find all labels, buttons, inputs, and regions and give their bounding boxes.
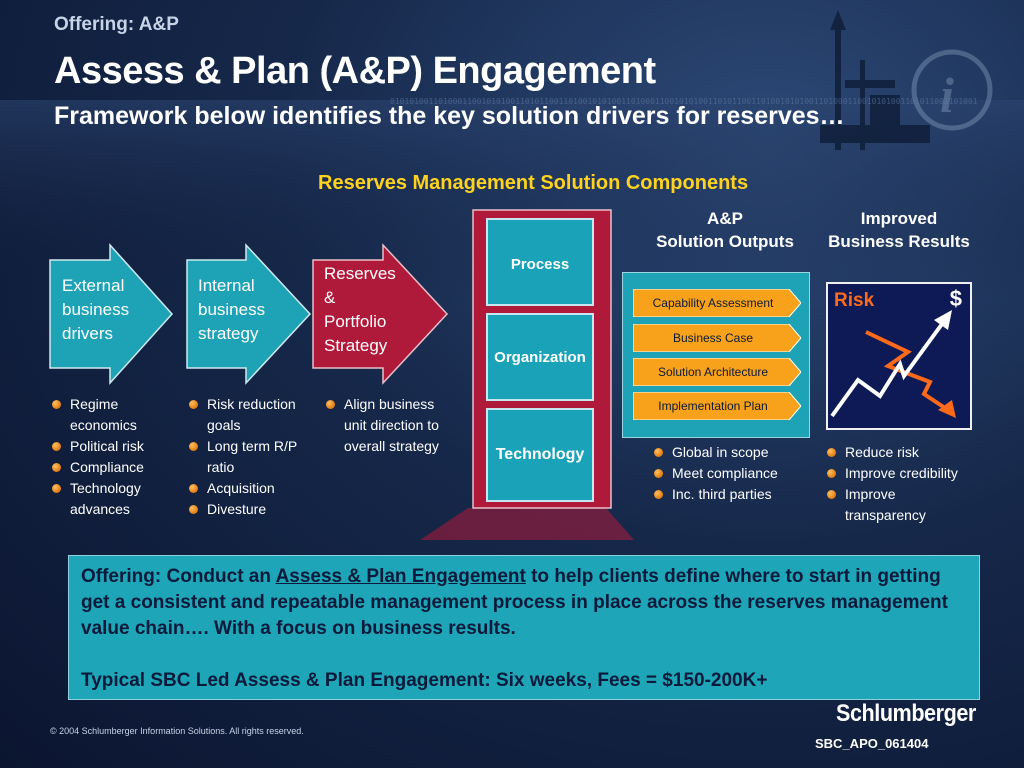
pillar-organization: Organization	[486, 313, 594, 401]
page-title: Assess & Plan (A&P) Engagement	[54, 50, 656, 92]
driver-arrow-external	[49, 243, 174, 385]
risk-down-arrow	[865, 330, 956, 418]
driver-label-internal: Internal business strategy	[198, 274, 265, 346]
schlumberger-logo: Schlumberger	[836, 700, 976, 727]
outputs-bullets: Global in scope Meet compliance Inc. thi…	[654, 442, 814, 505]
typical-engagement: Typical SBC Led Assess & Plan Engagement…	[81, 670, 768, 691]
outputs-heading-line: Solution Outputs	[656, 232, 794, 251]
pillar-technology: Technology	[486, 408, 594, 502]
offering-box: Offering: Conduct an Assess & Plan Engag…	[68, 555, 980, 700]
bullet-item: Compliance	[52, 457, 172, 478]
driver-label-line: business	[62, 300, 130, 319]
driver-label-line: business	[198, 300, 266, 319]
offering-link: Assess & Plan Engagement	[275, 566, 526, 587]
output-item-label: Solution Architecture	[657, 365, 769, 379]
info-icon: i	[911, 49, 993, 131]
driver-label-line: Strategy	[324, 336, 388, 355]
driver-label-reserves: Reserves & Portfolio Strategy	[324, 262, 396, 358]
results-panel: Risk $	[826, 282, 972, 430]
section-title: Reserves Management Solution Components	[318, 172, 749, 194]
outputs-panel: Capability Assessment Business Case Solu…	[622, 272, 810, 438]
output-item: Business Case	[633, 324, 801, 352]
risk-return-graph	[830, 310, 956, 418]
driver-arrow-internal	[186, 243, 312, 385]
page-subtitle: Framework below identifies the key solut…	[54, 102, 845, 130]
dollar-label: $	[949, 286, 962, 311]
outputs-heading-line: A&P	[707, 209, 743, 228]
driver-label-line: Portfolio	[324, 312, 387, 331]
output-item-label: Implementation Plan	[658, 399, 768, 413]
bullet-item: Political risk	[52, 436, 172, 457]
driver-label-line: drivers	[62, 324, 114, 343]
offering-tag: Offering: A&P	[54, 14, 179, 35]
risk-label: Risk	[834, 290, 875, 311]
document-id: SBC_APO_061404	[815, 736, 929, 751]
offering-suffix: to help clients define where to start in…	[81, 566, 948, 639]
driver-arrow-reserves	[312, 243, 449, 385]
bullet-item: Global in scope	[654, 442, 814, 463]
bullet-item: Inc. third parties	[654, 484, 814, 505]
outputs-heading: A&P Solution Outputs	[650, 207, 800, 253]
output-item-label: Business Case	[672, 331, 754, 345]
output-item: Implementation Plan	[633, 392, 801, 420]
bullet-item: Meet compliance	[654, 463, 814, 484]
offering-statement: Offering: Conduct an Assess & Plan Engag…	[81, 564, 967, 642]
output-item: Capability Assessment	[633, 289, 801, 317]
output-item: Solution Architecture	[633, 358, 801, 386]
driver-label-line: External	[62, 276, 125, 295]
driver-label-line: Internal	[198, 276, 255, 295]
driver-label-line: &	[324, 288, 336, 307]
bullet-item: Divesture	[189, 499, 314, 520]
results-up-arrow	[830, 310, 952, 418]
binary-pattern: 0101010011010001100101010011010110011010…	[390, 97, 978, 106]
pillar-process: Process	[486, 218, 594, 306]
bullet-item: Improve credibility	[827, 463, 987, 484]
results-heading: Improved Business Results	[822, 207, 976, 253]
offering-prefix: Offering: Conduct an	[81, 566, 276, 587]
oil-rig-silhouette	[820, 10, 930, 150]
bullet-item: Reduce risk	[827, 442, 987, 463]
output-item-label: Capability Assessment	[652, 296, 774, 310]
results-heading-line: Business Results	[828, 232, 970, 251]
driver-label-external: External business drivers	[62, 274, 129, 346]
results-heading-line: Improved	[860, 209, 938, 228]
svg-text:i: i	[940, 67, 954, 123]
bullet-item: Acquisition	[189, 478, 314, 499]
driver-label-line: strategy	[198, 324, 259, 343]
driver-label-line: Reserves	[324, 264, 396, 283]
copyright: © 2004 Schlumberger Information Solution…	[50, 726, 304, 736]
